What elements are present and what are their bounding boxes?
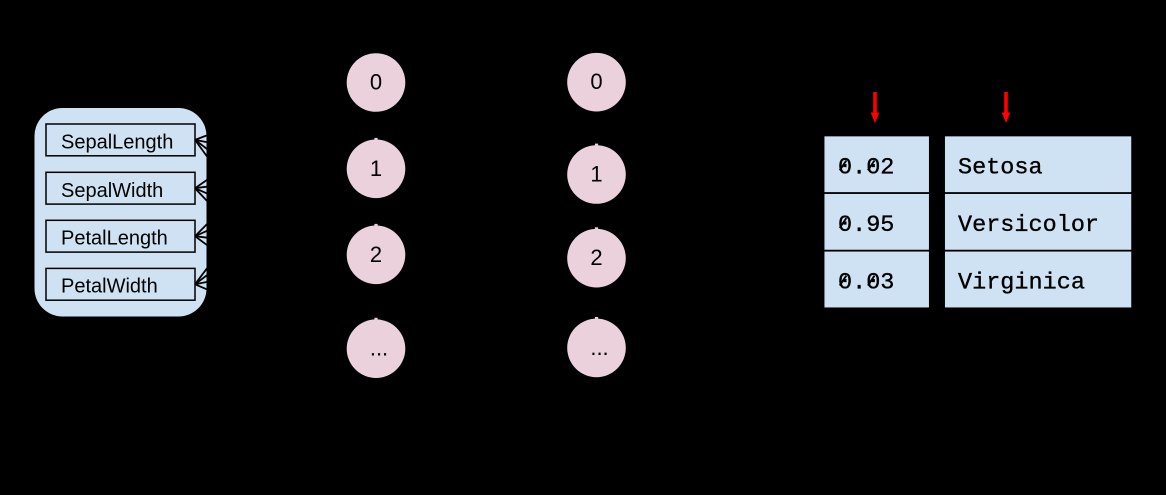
- svg-text:PetalWidth: PetalWidth: [61, 276, 158, 298]
- svg-text:0.02: 0.02: [838, 154, 894, 181]
- svg-text:0.95: 0.95: [838, 212, 894, 239]
- svg-text:Virginica: Virginica: [958, 270, 1085, 297]
- svg-text:1: 1: [590, 162, 602, 187]
- svg-text:0: 0: [590, 69, 602, 94]
- svg-text:...: ...: [370, 336, 388, 361]
- svg-text:2: 2: [590, 245, 602, 270]
- svg-text:...: ...: [590, 335, 608, 360]
- svg-text:Setosa: Setosa: [958, 154, 1043, 181]
- svg-text:2: 2: [370, 242, 382, 267]
- svg-text:Versicolor: Versicolor: [958, 212, 1099, 239]
- svg-text:0.03: 0.03: [838, 270, 894, 297]
- svg-text:1: 1: [370, 156, 382, 181]
- svg-text:SepalWidth: SepalWidth: [61, 180, 163, 202]
- svg-text:0: 0: [370, 70, 382, 95]
- svg-text:SepalLength: SepalLength: [61, 131, 173, 153]
- svg-text:PetalLength: PetalLength: [61, 228, 168, 250]
